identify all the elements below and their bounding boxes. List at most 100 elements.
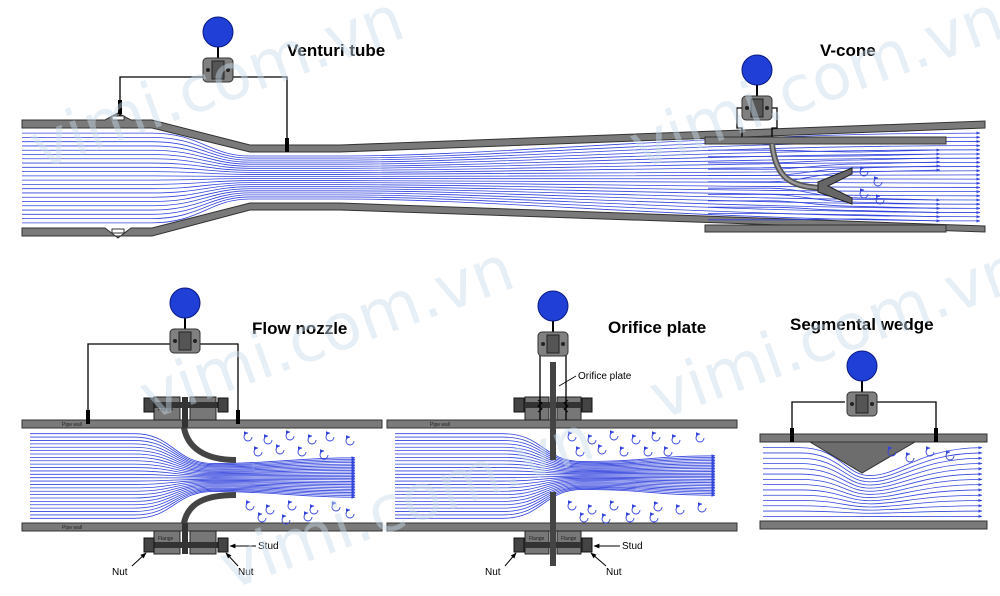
nozzle-streamline — [30, 489, 356, 516]
venturi-streamline — [22, 152, 981, 167]
orifice-plate-lower — [550, 492, 556, 566]
wedge-dp-transmitter — [846, 350, 878, 417]
orifice-eddy — [575, 446, 585, 457]
orifice-streamline — [395, 473, 716, 477]
orifice-nut-right-pointer — [590, 552, 607, 567]
nozzle-eddy — [263, 434, 273, 445]
wedge-streamline — [763, 461, 983, 486]
orifice-streamline — [395, 433, 716, 462]
venturi-streamline — [22, 131, 981, 157]
vcone-streamline — [708, 213, 941, 219]
venturi-streamline — [22, 192, 981, 211]
nozzle-bottom-pipe-wall-label: Pipe wall — [62, 525, 82, 531]
nozzle-eddy — [245, 500, 255, 511]
nozzle-eddy — [287, 500, 297, 511]
nozzle-streamline — [30, 478, 356, 482]
orifice-stud-label: Stud — [622, 541, 643, 552]
orifice-plate-upper — [550, 362, 556, 460]
orifice-streamline — [395, 481, 716, 496]
orifice-streamline — [395, 476, 716, 482]
nozzle-eddy — [331, 501, 341, 512]
wedge-streamline — [763, 504, 983, 511]
nozzle-streamline — [30, 446, 356, 469]
wedge-top-pipe-wall — [759, 433, 988, 443]
orifice-bottom-flange-right-label: Flange — [561, 536, 577, 542]
orifice-dp-transmitter — [537, 290, 569, 357]
nozzle-nut-left-label: Nut — [112, 567, 128, 578]
nozzle-streamline — [30, 440, 356, 467]
orifice-plate-panel: Orifice plate Pipe wall Flange Flange — [386, 290, 738, 578]
venturi-streamline — [22, 156, 981, 169]
orifice-bottom-nut-right — [581, 537, 593, 553]
nozzle-streamline — [30, 473, 356, 479]
nozzle-streamline — [30, 482, 356, 492]
nozzle-eddy — [325, 431, 335, 442]
wedge-eddy — [887, 446, 897, 457]
vcone-title: V-cone — [820, 41, 876, 60]
nozzle-streamline — [30, 485, 356, 502]
orifice-streamline — [395, 483, 716, 502]
orifice-eddy — [631, 504, 641, 515]
nozzle-streamline — [30, 450, 356, 470]
nozzle-eddy — [345, 435, 355, 446]
orifice-streamline — [395, 487, 716, 516]
nozzle-eddy — [297, 446, 307, 457]
nozzle-eddies — [243, 430, 355, 525]
v-cone-panel: V-cone — [704, 41, 947, 233]
venturi-transmitter-display — [202, 16, 234, 48]
watermark-2: vimi.com.vn — [620, 0, 1000, 185]
nozzle-streamline — [30, 487, 356, 509]
nozzle-plate-top — [182, 397, 188, 428]
vcone-streamline — [708, 206, 941, 215]
venturi-streamline — [22, 144, 981, 163]
orifice-title: Orifice plate — [608, 318, 706, 337]
venturi-dp-transmitter — [202, 16, 234, 83]
orifice-streamline — [395, 470, 716, 475]
orifice-eddy — [653, 501, 663, 512]
wedge-eddy — [945, 450, 955, 461]
wedge-streamline — [763, 467, 983, 489]
orifice-streamline — [395, 474, 716, 479]
vcone-streamline — [708, 187, 941, 202]
nozzle-flow-lines — [30, 433, 356, 519]
nozzle-streamline — [30, 436, 356, 466]
wedge-streamline — [763, 509, 983, 514]
orifice-nut-right-label: Nut — [606, 567, 622, 578]
wedge-streamline — [763, 498, 983, 508]
venturi-streamline — [22, 188, 981, 202]
v-cone-element — [817, 167, 853, 205]
vcone-eddy — [859, 166, 869, 177]
nozzle-eddy — [319, 449, 329, 460]
venturi-title: Venturi tube — [287, 41, 385, 60]
nozzle-transmitter-display — [169, 287, 201, 319]
orifice-eddy — [567, 500, 577, 511]
nozzle-top-nut-left — [143, 397, 155, 413]
orifice-bottom-nut-left — [513, 537, 525, 553]
vcone-dp-transmitter — [741, 54, 773, 121]
wedge-transmitter-display — [846, 350, 878, 382]
nozzle-eddy — [285, 430, 295, 441]
wedge-eddy — [905, 452, 915, 463]
nozzle-top-pipe-wall-label: Pipe wall — [62, 422, 82, 428]
orifice-eddy — [697, 502, 707, 513]
orifice-eddy — [631, 434, 641, 445]
orifice-streamline — [395, 440, 716, 465]
orifice-streamline — [395, 450, 716, 468]
orifice-top-nut-right — [581, 397, 593, 413]
wedge-streamline — [763, 472, 983, 492]
orifice-eddy — [587, 434, 597, 445]
wedge-bottom-pipe-wall — [759, 520, 988, 530]
orifice-streamline — [395, 485, 716, 509]
nozzle-impulse-line-high — [87, 343, 170, 420]
wedge-streamline — [763, 483, 983, 498]
nozzle-eddy — [275, 444, 285, 455]
orifice-bottom-flange-left-label: Flange — [529, 536, 545, 542]
orifice-streamline — [395, 489, 716, 519]
orifice-streamline — [395, 456, 716, 470]
nozzle-streamline — [30, 488, 356, 512]
orifice-eddy — [587, 504, 597, 515]
venturi-streamline — [22, 173, 981, 177]
nozzle-impulse-line-low — [200, 343, 239, 420]
orifice-eddy — [675, 504, 685, 515]
